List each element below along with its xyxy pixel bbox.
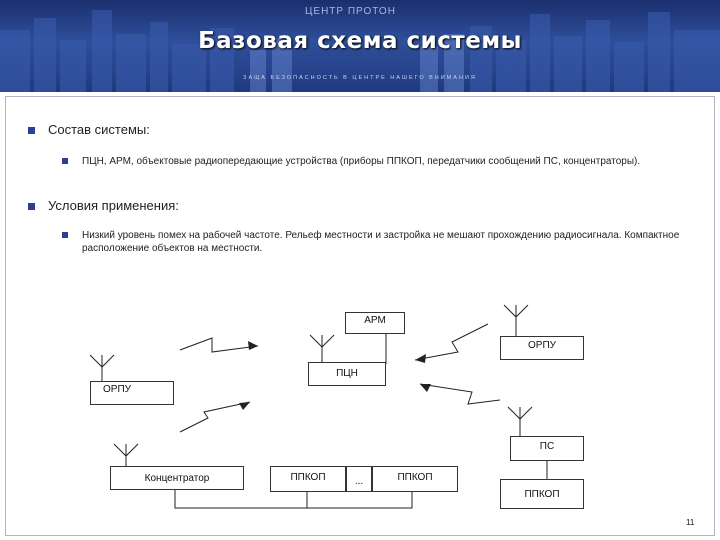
arrow-head-icon: [239, 402, 250, 410]
ppkop-box-bottom: ППКОП: [500, 479, 584, 509]
arrow-head-icon: [420, 384, 431, 392]
page-number: 11: [686, 518, 695, 527]
ps-box: ПС: [510, 436, 584, 461]
radio-link-zigzag: [414, 323, 489, 361]
bullet-icon: [62, 158, 68, 164]
antenna-icon: [503, 304, 529, 336]
antenna-icon: [309, 334, 335, 362]
page-title: Базовая схема системы: [198, 28, 522, 54]
pcn-box: ПЦН: [308, 362, 386, 386]
bullet-icon: [28, 127, 35, 134]
orpu-left-box: ОРПУ: [90, 381, 174, 405]
arm-box: АРМ: [345, 312, 405, 334]
bus-line: [174, 490, 413, 509]
radio-link-zigzag: [419, 383, 501, 405]
section1-heading: Состав системы:: [48, 122, 150, 137]
bullet-icon: [28, 203, 35, 210]
ppkop-box-2: ППКОП: [372, 466, 458, 492]
arrow-head-icon: [415, 354, 426, 363]
radio-link-zigzag: [179, 401, 251, 433]
bullet-icon: [62, 232, 68, 238]
section2-heading: Условия применения:: [48, 198, 179, 213]
logo-text: ЦЕНТР ПРОТОН: [305, 6, 396, 17]
antenna-icon: [89, 354, 115, 381]
concentrator-box: Концентратор: [110, 466, 244, 490]
orpu-right-box: ОРПУ: [500, 336, 584, 360]
ppkop-box-1: ППКОП: [270, 466, 346, 492]
antenna-icon: [507, 406, 533, 436]
motto-text: ЗАЩА БЕЗОПАСНОСТЬ В ЦЕНТРЕ НАШЕГО ВНИМАН…: [243, 75, 477, 81]
radio-link-zigzag: [179, 337, 259, 353]
content-frame: [5, 96, 715, 536]
arrow-head-icon: [248, 341, 258, 350]
section2-item: Низкий уровень помех на рабочей частоте.…: [82, 230, 680, 254]
ellipsis-box: ...: [346, 466, 372, 492]
antenna-icon: [113, 443, 139, 466]
header-banner: ЦЕНТР ПРОТОН Базовая схема системы ЗАЩА …: [0, 0, 720, 92]
city-skyline-graphic: [0, 10, 720, 92]
section1-item: ПЦН, АРМ, объектовые радиопередающие уст…: [82, 156, 641, 167]
